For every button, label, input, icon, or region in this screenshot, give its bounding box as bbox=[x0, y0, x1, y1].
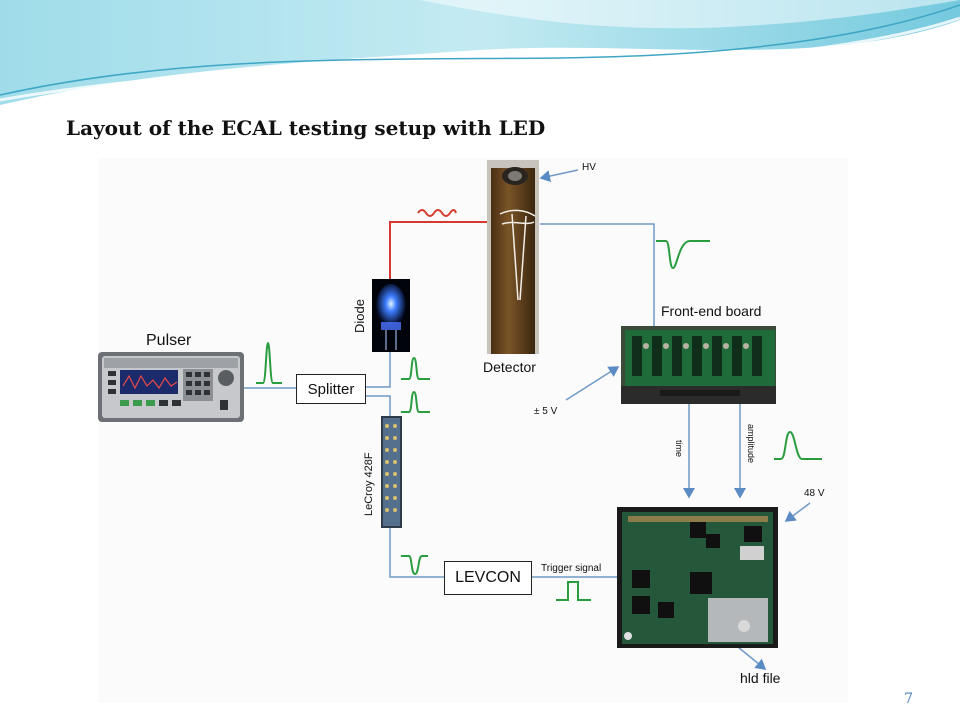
pulse-lecroy bbox=[401, 390, 430, 413]
frontend-board-photo bbox=[621, 326, 776, 404]
lecroy-label: LeCroy 428F bbox=[363, 452, 375, 516]
pulser-device bbox=[98, 352, 244, 422]
led-light-path bbox=[389, 209, 487, 279]
pulse-pulser bbox=[256, 341, 282, 384]
pulse-trigger bbox=[556, 581, 591, 601]
trb-board-photo bbox=[617, 507, 778, 648]
lecroy-module bbox=[381, 416, 402, 528]
diode-photo bbox=[372, 279, 410, 352]
pulse-levcon bbox=[401, 555, 428, 576]
arrow-pm5v bbox=[565, 366, 620, 401]
hld-file-label: hld file bbox=[740, 670, 781, 686]
wire-detector-frontend bbox=[540, 223, 655, 326]
v48-label: 48 V bbox=[804, 488, 825, 499]
pulser-label: Pulser bbox=[146, 332, 192, 349]
page-number: 7 bbox=[904, 691, 913, 707]
header-wave-decoration bbox=[0, 0, 960, 105]
pulse-amplitude bbox=[774, 430, 822, 460]
frontend-label: Front-end board bbox=[661, 303, 762, 319]
slide-title: Layout of the ECAL testing setup with LE… bbox=[66, 116, 546, 140]
amplitude-label: amplitude bbox=[746, 424, 756, 463]
detector-label: Detector bbox=[483, 359, 536, 375]
arrow-48v bbox=[784, 502, 811, 522]
wire-splitter-lecroy bbox=[364, 395, 391, 416]
splitter-box: Splitter bbox=[296, 374, 366, 404]
pm5v-label: ± 5 V bbox=[534, 406, 558, 417]
pulse-detector bbox=[656, 240, 710, 270]
detector-photo bbox=[487, 160, 539, 354]
pulse-diode bbox=[401, 356, 430, 380]
arrow-hv bbox=[539, 169, 579, 182]
signal-waveforms bbox=[256, 240, 822, 601]
time-label: time bbox=[674, 440, 684, 457]
arrow-hld bbox=[737, 646, 767, 670]
wire-splitter-diode bbox=[364, 352, 391, 388]
levcon-box: LEVCON bbox=[444, 561, 532, 595]
wire-lecroy-levcon bbox=[389, 528, 444, 578]
diode-label: Diode bbox=[352, 299, 367, 333]
trigger-signal-label: Trigger signal bbox=[541, 563, 602, 574]
wires bbox=[244, 169, 811, 670]
hv-label: HV bbox=[582, 162, 596, 173]
